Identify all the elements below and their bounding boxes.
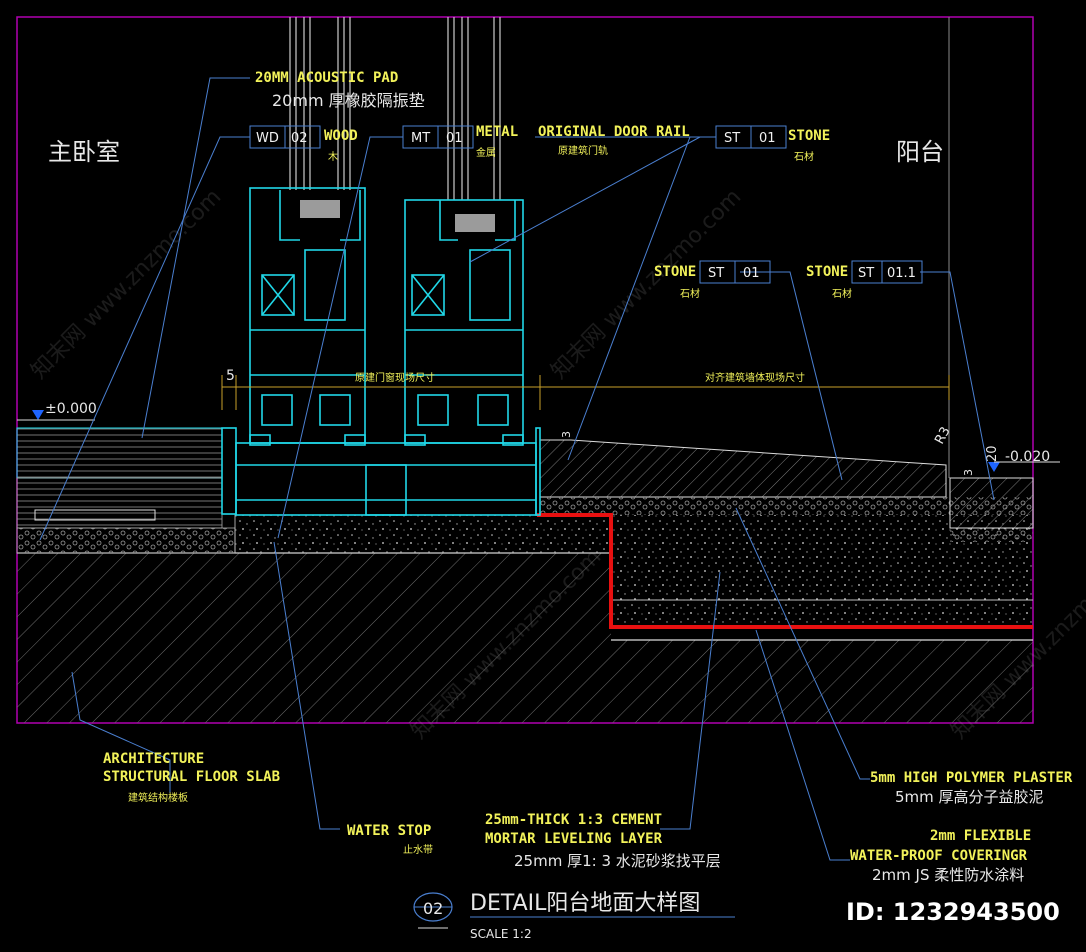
tag-stone-mid: STONE 石材 ST 01 [654,260,771,300]
leader-lines [39,77,995,861]
mortar-label-cn: 25mm 厚1: 3 水泥砂浆找平层 [514,852,721,870]
door-sill-track [221,427,541,516]
acoustic-pad-label: 20MM ACOUSTIC PAD [255,70,398,86]
door-size-note: 原建门窗现场尺寸 [355,371,435,384]
waterstop-label: WATER STOP [347,823,431,839]
svg-text:METAL: METAL [476,124,518,140]
door-frame-right [404,199,524,444]
structural-slab-right [611,640,1033,723]
slab-label-2: STRUCTURAL FLOOR SLAB [103,769,280,785]
waterproof-label-cn: 2mm JS 柔性防水涂料 [872,866,1024,884]
level-marker-right [988,462,1000,472]
dim-3b: 3 [962,469,975,476]
stone-slope [539,439,947,498]
dim-20: 20 [985,445,1000,462]
level-marker-left [32,410,44,420]
slab-label-1: ARCHITECTURE [103,751,204,767]
svg-text:石材: 石材 [680,287,700,300]
svg-text:01: 01 [743,266,760,281]
tag-wood: WD 02 WOOD 木 [249,125,358,163]
waterproof-membrane [537,513,1033,629]
level-right: -0.020 [1005,449,1050,465]
waterstop-label-cn: 止水带 [403,844,433,856]
svg-text:STONE: STONE [654,264,696,280]
svg-text:ST: ST [724,131,740,146]
plaster-label: 5mm HIGH POLYMER PLASTER [870,770,1073,786]
watermark-text: 知末网 www.znzmo.com [547,184,747,384]
dimension-line [221,375,950,410]
detail-number: 02 [423,899,443,918]
svg-text:01.1: 01.1 [887,266,916,281]
tag-stone-top: ST 01 STONE 石材 [715,125,830,163]
door-glass [289,17,501,200]
svg-text:02: 02 [291,131,308,146]
detail-title: DETAIL阳台地面大样图 [470,891,700,916]
structural-slab [17,553,611,723]
svg-text:金属: 金属 [476,146,496,159]
dim-r3: R3 [932,425,953,447]
waterproof-label-1: 2mm FLEXIBLE [930,828,1031,844]
svg-text:木: 木 [328,151,338,163]
svg-text:石材: 石材 [832,287,852,300]
door-rail-label-cn: 原建筑门轨 [558,144,608,157]
svg-text:01: 01 [446,131,463,146]
svg-text:ST: ST [858,266,874,281]
acoustic-pad-label-cn: 20mm 厚橡胶隔振垫 [272,91,425,110]
tag-metal: MT 01 METAL 金属 [402,124,518,159]
door-frame-left [249,187,366,444]
room-balcony: 阳台 [896,138,944,166]
slab-label-cn: 建筑结构楼板 [128,791,188,804]
plaster-label-cn: 5mm 厚高分子益胶泥 [895,788,1044,806]
svg-text:MT: MT [411,131,430,146]
left-screed [16,527,236,554]
id-label: ID: 1232943500 [846,898,1060,926]
dim-3a: 3 [560,431,573,438]
svg-text:WD: WD [256,131,279,146]
svg-text:ST: ST [708,266,724,281]
svg-text:STONE: STONE [788,128,830,144]
detail-scale: SCALE 1:2 [470,927,532,941]
room-master-bedroom: 主卧室 [48,138,120,166]
balcony-gravel [540,497,1033,515]
dim-5: 5 [226,368,235,384]
svg-text:STONE: STONE [806,264,848,280]
svg-text:01: 01 [759,131,776,146]
svg-text:石材: 石材 [794,150,814,163]
waterproof-label-2: WATER-PROOF COVERINGR [850,848,1028,864]
door-rail-label: ORIGINAL DOOR RAIL [538,124,690,140]
mortar-leveling-layer [234,514,612,554]
wall-size-note: 对齐建筑墙体现场尺寸 [705,371,805,384]
watermark-text: 知末网 www.znzmo.com [27,184,227,384]
svg-text:WOOD: WOOD [324,128,358,144]
mortar-label-1: 25mm-THICK 1:3 CEMENT [485,812,662,828]
wood-floor [16,427,223,479]
tag-stone-right: STONE 石材 ST 01.1 [806,260,923,300]
level-left: ±0.000 [45,401,97,417]
mortar-label-2: MORTAR LEVELING LAYER [485,831,663,847]
